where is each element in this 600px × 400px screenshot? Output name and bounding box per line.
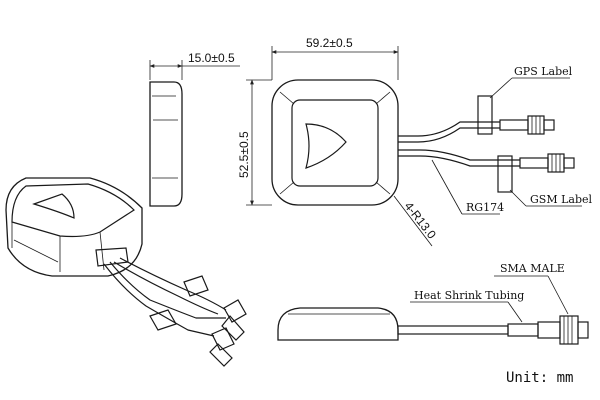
gps-label-callout: GPS Label (514, 65, 573, 78)
side-view: 15.0±0.5 (149, 51, 240, 207)
gsm-label-callout: GSM Label (530, 193, 592, 206)
logo-icon (305, 123, 347, 169)
width-dimension: 59.2±0.5 (306, 36, 353, 50)
radius-dimension: 4-R13.0 (402, 199, 440, 242)
cable-callout: RG174 (466, 201, 504, 214)
thickness-dimension: 15.0±0.5 (188, 51, 235, 65)
tubing-callout: Heat Shrink Tubing (414, 289, 524, 302)
height-dimension: 52.5±0.5 (237, 131, 251, 178)
connector-callout: SMA MALE (500, 262, 565, 275)
units-label: Unit: mm (506, 370, 573, 386)
top-view: 59.2±0.5 52.5±0.5 (237, 36, 592, 247)
front-view: SMA MALE Heat Shrink Tubing (277, 262, 589, 345)
isometric-view (5, 177, 247, 367)
